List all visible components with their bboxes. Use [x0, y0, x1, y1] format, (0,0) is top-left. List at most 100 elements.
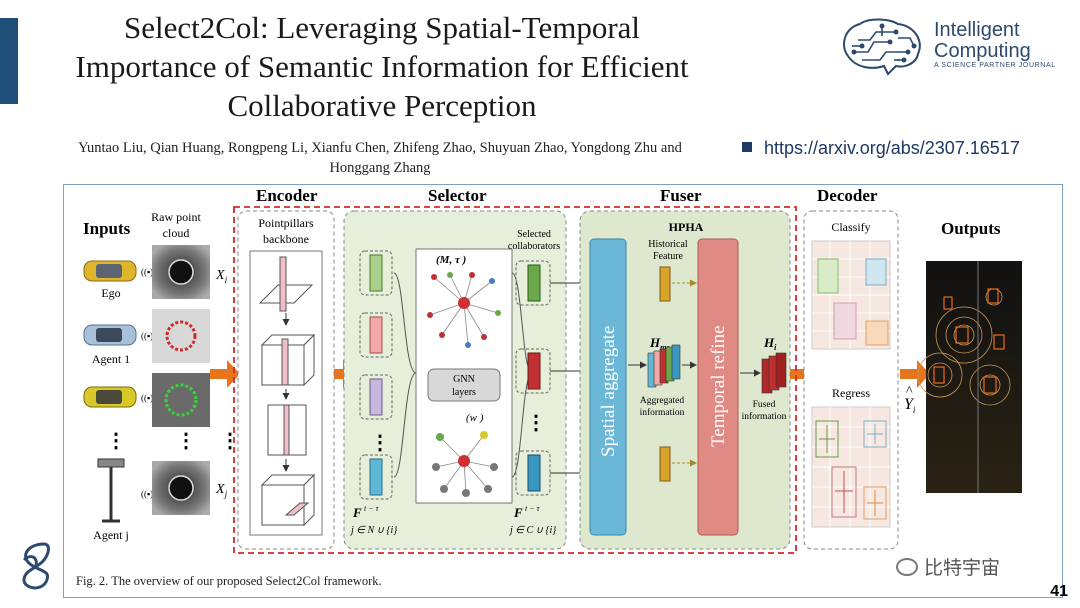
- section-title-selector: Selector: [428, 186, 487, 205]
- journal-corner-logo-icon: [22, 542, 50, 590]
- h-i-label: Hi: [763, 335, 777, 352]
- x-j-label: Xj: [215, 482, 228, 499]
- journal-tagline: A SCIENCE PARTNER JOURNAL: [934, 62, 1056, 69]
- authors-line-2: Honggang Zhang: [329, 160, 431, 176]
- point-cloud-agent2-thumbnail: [152, 373, 210, 427]
- point-cloud-agent1-thumbnail: [152, 309, 210, 363]
- fused-feature-stack: [761, 352, 787, 394]
- section-title-encoder: Encoder: [256, 186, 318, 205]
- title-accent-bar: [0, 18, 18, 104]
- gnn-label-1: GNN: [453, 374, 475, 385]
- title-line-2: Importance of Semantic Information for E…: [75, 49, 689, 84]
- historical-feature-label-2: Feature: [653, 251, 684, 262]
- arxiv-link-row[interactable]: https://arxiv.org/abs/2307.16517: [742, 138, 1020, 159]
- hat-accent-icon: ^: [906, 384, 913, 399]
- set-label-left: j ∈ N ∪ {i}: [349, 525, 397, 536]
- section-title-decoder: Decoder: [817, 186, 878, 205]
- journal-name: Intelligent Computing A SCIENCE PARTNER …: [934, 20, 1056, 70]
- point-cloud-ring: [165, 320, 197, 352]
- spatial-aggregate-label: Spatial aggregate: [598, 326, 619, 457]
- brain-circuit-icon: [843, 18, 921, 76]
- x-i-label: Xi: [215, 268, 228, 285]
- regress-box-blue: [863, 420, 887, 448]
- regress-box-orange: [863, 486, 887, 520]
- h-ms-label: Hms: [649, 335, 669, 352]
- point-cloud-ring: [168, 259, 194, 285]
- square-bullet-icon: [742, 142, 752, 152]
- aggregated-info-label-2: information: [640, 407, 685, 418]
- backbone-layer-3: [267, 404, 307, 456]
- section-title-fuser: Fuser: [660, 186, 702, 205]
- title-line-3: Collaborative Perception: [227, 88, 537, 123]
- agent-label-ego: Ego: [101, 286, 120, 300]
- vertical-ellipsis-icon: ⋮: [106, 430, 126, 452]
- class-box-pink: [833, 302, 857, 340]
- page-number: 41: [1050, 583, 1068, 600]
- f-superscript-left: t − τ: [364, 504, 380, 513]
- figure-caption: Fig. 2. The overview of our proposed Sel…: [76, 574, 382, 588]
- agent2-car-icon: [83, 386, 137, 408]
- section-title-outputs: Outputs: [941, 219, 1001, 238]
- slide-title: Select2Col: Leveraging Spatial-Temporal …: [22, 8, 742, 125]
- encoder-backbone-label-1: Pointpillars: [258, 216, 314, 230]
- f-label-right: F: [513, 505, 523, 520]
- author-list: Yuntao Liu, Qian Huang, Rongpeng Li, Xia…: [30, 138, 730, 178]
- historical-feature-map-top: [659, 266, 671, 302]
- wireless-icon: ((▪)): [141, 267, 156, 277]
- ego-car-icon: [83, 260, 137, 282]
- journal-name-line-2: Computing: [934, 40, 1031, 62]
- orange-arrow-decoder-to-outputs: [900, 360, 930, 388]
- vertical-ellipsis-icon: ⋮: [370, 432, 390, 454]
- authors-line-1: Yuntao Liu, Qian Huang, Rongpeng Li, Xia…: [78, 140, 682, 156]
- roadside-unit-icon: [97, 458, 125, 523]
- point-cloud-ring: [164, 383, 198, 417]
- historical-feature-label-1: Historical: [648, 239, 688, 250]
- raw-point-cloud-label-1: Raw point: [151, 210, 201, 224]
- temporal-refine-bar: [697, 238, 739, 536]
- arxiv-link[interactable]: https://arxiv.org/abs/2307.16517: [764, 138, 1020, 158]
- watermark: 比特宇宙: [896, 553, 1000, 580]
- gnn-layers-box: [427, 368, 501, 402]
- output-detection-boxes: [933, 288, 1005, 394]
- graph-bottom-nodes: [432, 431, 498, 497]
- w-label: (w ): [466, 412, 484, 424]
- feature-map-stack-selected: ⋮: [515, 260, 551, 496]
- selected-collaborators-label-1: Selected: [517, 229, 551, 240]
- raw-point-cloud-label-2: cloud: [163, 226, 190, 240]
- wechat-icon: [896, 558, 918, 576]
- f-label-left: F: [352, 505, 362, 520]
- backbone-layer-4: [260, 473, 316, 527]
- regress-box-pink: [831, 466, 857, 518]
- vertical-ellipsis-icon: ⋮: [176, 430, 196, 452]
- vertical-ellipsis-icon: ⋮: [220, 430, 240, 452]
- aggregated-feature-stack: [647, 344, 681, 388]
- set-label-right: j ∈ C ∪ {i}: [508, 525, 556, 536]
- wireless-icon: ((▪)): [141, 331, 156, 341]
- wireless-icon: ((▪)): [141, 393, 156, 403]
- hpha-label: HPHA: [669, 220, 704, 234]
- wireless-icon: ((▪)): [141, 489, 156, 499]
- section-title-inputs: Inputs: [83, 219, 131, 238]
- agent1-car-icon: [83, 324, 137, 346]
- output-point-rings: [917, 288, 1011, 406]
- y-hat-label: Yi: [904, 396, 916, 415]
- graph-top-nodes: [427, 272, 501, 348]
- feature-map-stack-left: ⋮: [359, 250, 393, 500]
- output-detection-image: [926, 261, 1022, 493]
- historical-feature-map-bottom: [659, 446, 671, 482]
- m-tau-label: (M, τ ): [436, 254, 466, 266]
- agent-label-agent-j: Agent j: [93, 528, 129, 542]
- title-line-1: Select2Col: Leveraging Spatial-Temporal: [123, 10, 641, 45]
- spatial-aggregate-bar: [589, 238, 627, 536]
- encoder-backbone-label-2: backbone: [263, 232, 309, 246]
- regress-label: Regress: [832, 386, 870, 400]
- watermark-text: 比特宇宙: [924, 557, 1001, 579]
- regress-box-green: [815, 420, 839, 458]
- classify-label: Classify: [831, 220, 870, 234]
- journal-logo: Intelligent Computing A SCIENCE PARTNER …: [838, 14, 1068, 84]
- gnn-label-2: layers: [452, 387, 476, 398]
- pipeline-dashed-frame: [233, 206, 797, 554]
- aggregated-info-label-1: Aggregated: [640, 396, 685, 406]
- framework-figure: Inputs Encoder Selector Fuser Decoder Ou…: [63, 184, 1063, 598]
- f-superscript-right: t − τ: [525, 504, 541, 513]
